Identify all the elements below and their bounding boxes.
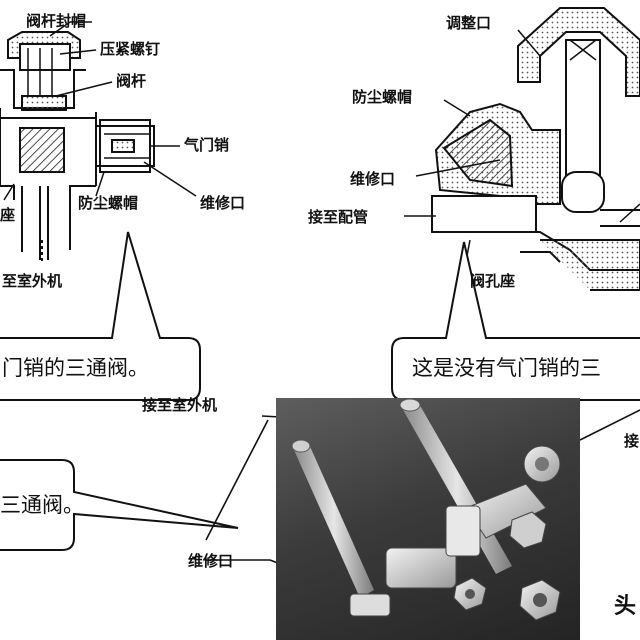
valve-photo xyxy=(276,398,580,640)
left-valve-diagram xyxy=(0,21,197,262)
bottom-left-caption: 三通阀。 xyxy=(0,493,84,517)
label-photo-to-outdoor-unit: 接至室外机 xyxy=(142,396,218,414)
photo-loose-nuts xyxy=(453,511,561,621)
label-service-port-right: 维修口 xyxy=(350,170,396,188)
label-dust-cap-left: 防尘螺帽 xyxy=(78,194,139,212)
label-seat-left: 座 xyxy=(0,206,16,224)
label-to-pipe: 接至配管 xyxy=(308,208,369,226)
label-photo-service-port: 维修口 xyxy=(188,552,234,570)
label-adjust-port: 调整口 xyxy=(446,14,492,32)
left-caption: 门销的三通阀。 xyxy=(2,356,149,380)
label-valve-pin: 气门销 xyxy=(184,136,230,154)
left-caption-bubble xyxy=(0,231,201,401)
label-valve-stem: 阀杆 xyxy=(116,72,147,90)
photo-left-pipe xyxy=(291,439,374,598)
right-caption: 这是没有气门销的三 xyxy=(412,356,601,380)
watermark-text: 头 xyxy=(614,594,637,619)
photo-valve-body xyxy=(349,445,561,617)
label-photo-partial: 接 xyxy=(624,432,640,450)
label-dust-cap-right: 防尘螺帽 xyxy=(352,88,413,106)
label-to-outdoor-unit-left: 至室外机 xyxy=(2,272,63,290)
label-service-port-left: 维修口 xyxy=(200,194,246,212)
bottom-left-caption-bubble xyxy=(0,459,239,551)
label-valve-stem-cap: 阀杆封帽 xyxy=(26,12,87,30)
right-valve-diagram xyxy=(404,7,640,291)
label-valve-seat: 阀孔座 xyxy=(470,272,516,290)
label-compression-screw: 压紧螺钉 xyxy=(100,40,161,58)
